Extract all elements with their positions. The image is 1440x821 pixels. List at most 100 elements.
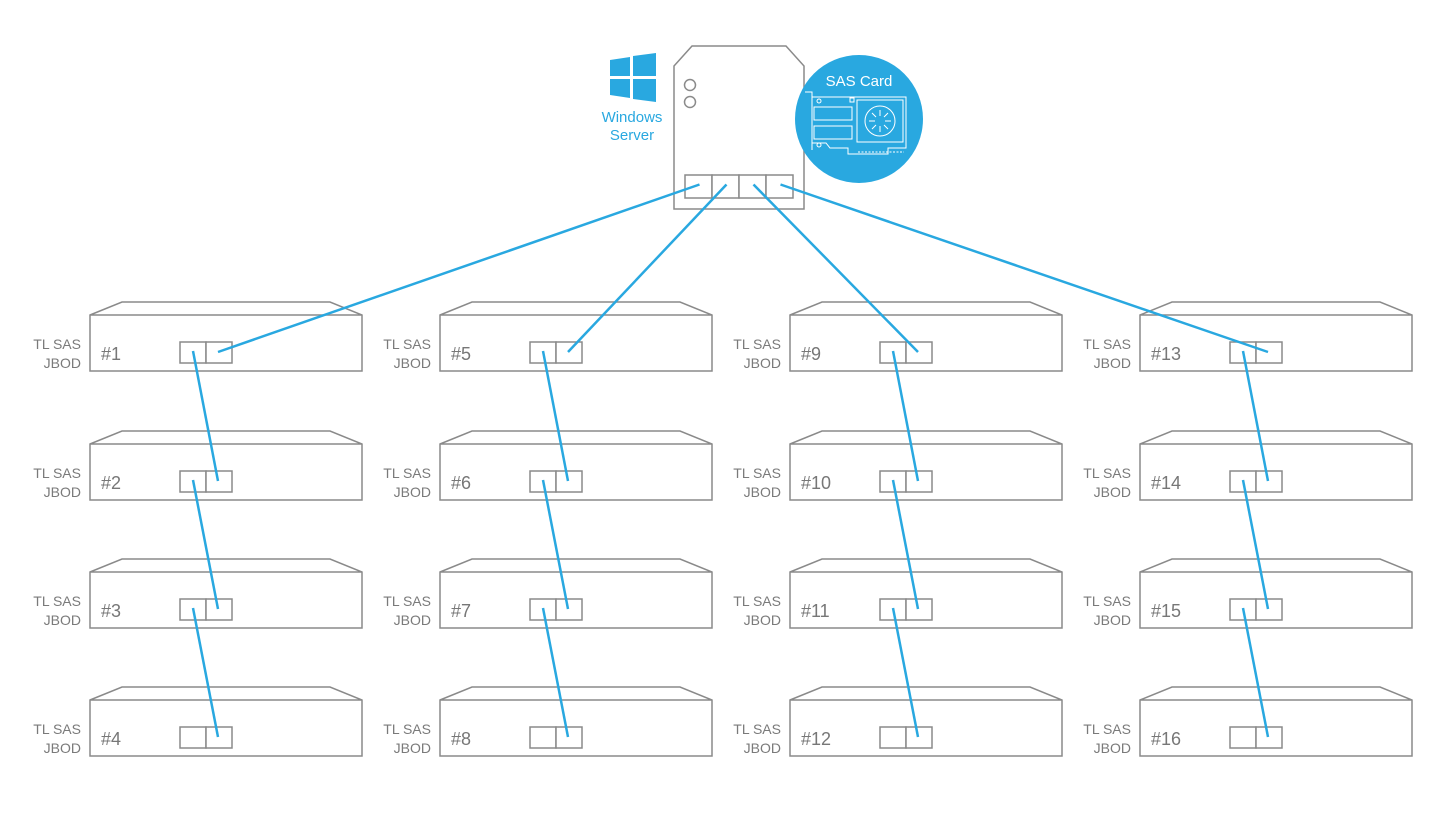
jbod-type-label-line1: TL SAS (383, 721, 431, 737)
status-led-icon (683, 95, 697, 109)
sas-cable-daisy-chain (541, 479, 570, 610)
jbod-number: #15 (1151, 601, 1181, 621)
jbod-type-label-line2: JBOD (394, 740, 431, 756)
jbod-type-label-line1: TL SAS (383, 593, 431, 609)
jbod-chassis (789, 301, 1063, 372)
jbod-number: #8 (451, 729, 471, 749)
sas-cable-daisy-chain (191, 607, 220, 738)
sas-cable-daisy-chain (891, 607, 920, 738)
jbod-type-label-line2: JBOD (744, 484, 781, 500)
jbod-number: #4 (101, 729, 121, 749)
sas-cable-daisy-chain (1241, 479, 1270, 610)
jbod-type-label-line1: TL SAS (1083, 721, 1131, 737)
jbod-number: #11 (801, 601, 830, 621)
jbod-type-label-line2: JBOD (1094, 740, 1131, 756)
jbod-in-port (555, 726, 583, 749)
jbod-type-label-line2: JBOD (1094, 612, 1131, 628)
jbod-chassis (1139, 558, 1413, 629)
jbod-type-label-line1: TL SAS (1083, 465, 1131, 481)
jbod-chassis (89, 686, 363, 757)
sas-cable-daisy-chain (191, 350, 220, 482)
jbod-type-label-line1: TL SAS (33, 465, 81, 481)
jbod-type-label-line2: JBOD (1094, 355, 1131, 371)
jbod-in-port (1255, 470, 1283, 493)
jbod-number: #14 (1151, 473, 1181, 493)
jbod-type-label-line1: TL SAS (733, 593, 781, 609)
jbod-chassis (789, 430, 1063, 501)
jbod-in-port (1255, 726, 1283, 749)
jbod-number: #7 (451, 601, 471, 621)
jbod-number: #12 (801, 729, 831, 749)
jbod-out-port (1229, 726, 1257, 749)
jbod-type-label-line1: TL SAS (1083, 336, 1131, 352)
jbod-unit: TL SAS JBOD #10 (733, 430, 1063, 501)
jbod-in-port (555, 598, 583, 621)
jbod-type-label-line2: JBOD (394, 612, 431, 628)
sas-cable-server-to-jbod-1 (217, 183, 700, 354)
jbod-in-port (205, 598, 233, 621)
jbod-in-port (1255, 598, 1283, 621)
jbod-chassis (89, 430, 363, 501)
jbod-out-port (179, 726, 207, 749)
windows-logo-icon (610, 53, 656, 102)
jbod-type-label-line1: TL SAS (733, 465, 781, 481)
jbod-number: #10 (801, 473, 831, 493)
jbod-number: #6 (451, 473, 471, 493)
jbod-in-port (205, 470, 233, 493)
jbod-type-label-line2: JBOD (744, 612, 781, 628)
sas-cable-daisy-chain (891, 350, 920, 482)
jbod-type-label-line1: TL SAS (33, 721, 81, 737)
jbod-unit: TL SAS JBOD #7 (383, 558, 713, 629)
jbod-chassis (1139, 301, 1413, 372)
jbod-type-label-line1: TL SAS (383, 336, 431, 352)
jbod-type-label-line1: TL SAS (33, 336, 81, 352)
jbod-type-label-line2: JBOD (744, 355, 781, 371)
jbod-type-label-line2: JBOD (44, 612, 81, 628)
sas-card-label: SAS Card (826, 73, 893, 90)
jbod-in-port (205, 726, 233, 749)
jbod-type-label-line2: JBOD (44, 484, 81, 500)
jbod-chassis (439, 686, 713, 757)
jbod-chassis (789, 686, 1063, 757)
jbod-chassis (439, 430, 713, 501)
jbod-type-label-line2: JBOD (44, 740, 81, 756)
jbod-type-label-line1: TL SAS (383, 465, 431, 481)
sas-cable-daisy-chain (541, 350, 570, 482)
sas-cable-daisy-chain (541, 607, 570, 738)
jbod-unit: TL SAS JBOD #4 (33, 686, 363, 757)
os-label-line2: Server (610, 127, 654, 144)
jbod-chassis (1139, 430, 1413, 501)
server-port-1 (684, 174, 713, 199)
jbod-type-label-line2: JBOD (744, 740, 781, 756)
sas-cable-daisy-chain (1241, 350, 1270, 482)
sas-cable-server-to-jbod-9 (752, 183, 919, 353)
jbod-unit: TL SAS JBOD #12 (733, 686, 1063, 757)
jbod-number: #9 (801, 344, 821, 364)
jbod-type-label-line1: TL SAS (1083, 593, 1131, 609)
jbod-chassis (439, 301, 713, 372)
jbod-number: #3 (101, 601, 121, 621)
jbod-chassis (89, 301, 363, 372)
jbod-in-port (905, 470, 933, 493)
sas-card-icon (805, 91, 907, 155)
jbod-unit: TL SAS JBOD #16 (1083, 686, 1413, 757)
jbod-in-port (905, 726, 933, 749)
jbod-number: #5 (451, 344, 471, 364)
jbod-unit: TL SAS JBOD #15 (1083, 558, 1413, 629)
jbod-unit: TL SAS JBOD #11 (733, 558, 1063, 629)
jbod-number: #1 (101, 344, 121, 364)
server-port-4 (765, 174, 794, 199)
jbod-in-port (555, 470, 583, 493)
power-led-icon (683, 78, 697, 92)
jbod-out-port (879, 726, 907, 749)
jbod-type-label-line2: JBOD (44, 355, 81, 371)
jbod-number: #16 (1151, 729, 1181, 749)
jbod-type-label-line1: TL SAS (733, 721, 781, 737)
sas-cable-server-to-jbod-5 (567, 183, 728, 353)
jbod-type-label-line2: JBOD (1094, 484, 1131, 500)
jbod-type-label-line2: JBOD (394, 355, 431, 371)
sas-cable-daisy-chain (191, 479, 220, 610)
